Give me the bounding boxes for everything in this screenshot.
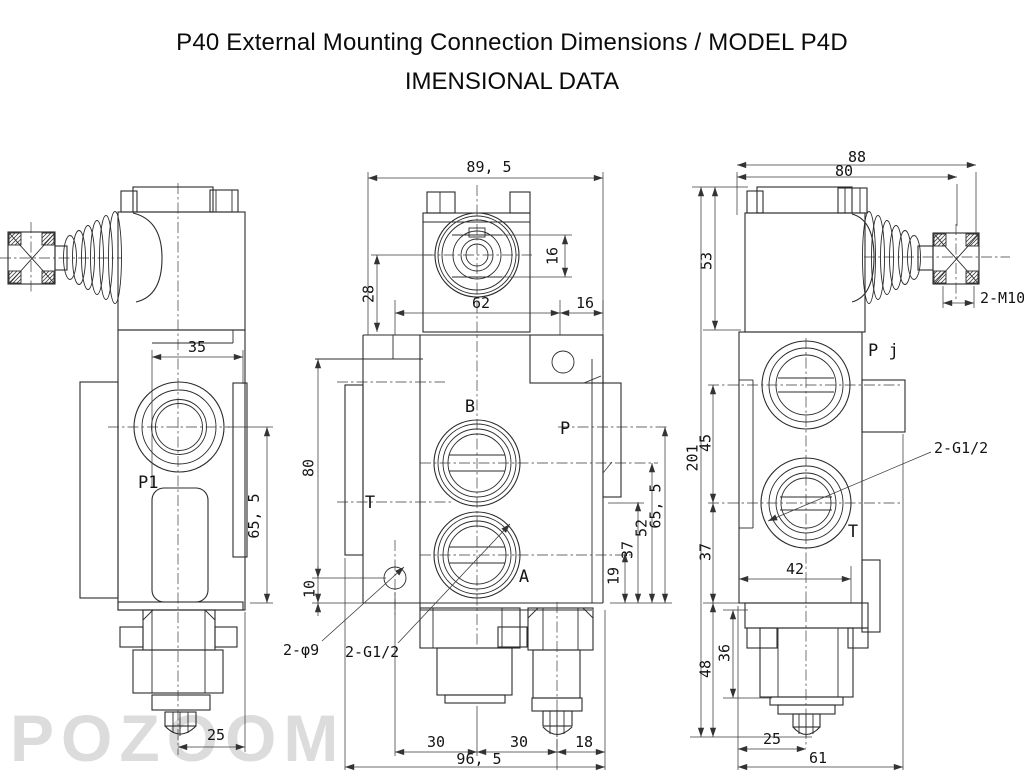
dim-front-t-height: 37 bbox=[619, 541, 637, 559]
label-port-t: T bbox=[365, 493, 375, 513]
left-view-dimensions: 35 65, 5 25 P1 bbox=[138, 338, 273, 752]
dim-right-relief-height: 48 bbox=[697, 660, 715, 678]
dim-front-drain-height: 10 bbox=[301, 580, 319, 598]
dim-front-body-height: 80 bbox=[300, 459, 318, 477]
dim-front-b-height: 52 bbox=[633, 519, 651, 537]
relief-valve-left-icon bbox=[117, 601, 244, 736]
dim-right-overall-width: 88 bbox=[848, 148, 866, 166]
valve-cover-housing bbox=[117, 186, 246, 331]
front-view: 89, 5 16 28 62 16 80 bbox=[283, 158, 672, 771]
label-port-t-right: T bbox=[848, 522, 858, 542]
right-side-view: 88 80 53 201 45 37 48 36 bbox=[684, 148, 1024, 771]
right-view-dimensions: 88 80 53 201 45 37 48 36 bbox=[684, 148, 1024, 771]
dim-left-bottom: 25 bbox=[207, 726, 225, 744]
label-port-pj: P j bbox=[868, 341, 899, 361]
valve-body-left bbox=[79, 329, 248, 611]
drawing-subtitle: IMENSIONAL DATA bbox=[404, 68, 620, 95]
dim-front-bottom-c: 18 bbox=[575, 733, 593, 751]
label-port-p1: P1 bbox=[138, 473, 158, 493]
dim-left-height: 65, 5 bbox=[245, 493, 263, 538]
leader-right-ports: 2-G1/2 bbox=[934, 439, 988, 457]
dim-right-solenoid-height: 53 bbox=[698, 252, 716, 270]
leader-front-holes: 2-φ9 bbox=[283, 641, 319, 659]
label-port-a: A bbox=[519, 567, 529, 587]
dim-right-t-height: 37 bbox=[697, 543, 715, 561]
dim-right-port-spacing: 45 bbox=[697, 434, 715, 452]
valve-body-front bbox=[315, 334, 622, 611]
handle-end-fitting-right-icon bbox=[864, 224, 1010, 300]
handle-end-fitting-icon bbox=[0, 222, 122, 294]
dim-right-handle-center: 80 bbox=[835, 162, 853, 180]
dim-front-bolt-span: 62 bbox=[472, 294, 490, 312]
valve-body-right bbox=[738, 331, 906, 633]
title-block: P40 External Mounting Connection Dimensi… bbox=[0, 28, 1024, 97]
spool-cap-and-relief bbox=[419, 607, 594, 737]
handle-bellows-right-icon bbox=[862, 211, 934, 304]
dim-front-side-offset: 16 bbox=[576, 294, 594, 312]
front-view-dimensions: 89, 5 16 28 62 16 80 bbox=[283, 158, 672, 771]
dim-front-a-height: 19 bbox=[605, 567, 623, 585]
dim-right-base-width: 61 bbox=[809, 749, 827, 767]
dim-front-solenoid-depth: 28 bbox=[360, 285, 378, 303]
dim-right-body-width: 42 bbox=[786, 560, 804, 578]
relief-valve-right-icon bbox=[744, 602, 869, 737]
label-port-p: P bbox=[560, 419, 570, 439]
leader-front-ports: 2-G1/2 bbox=[345, 643, 399, 661]
dim-front-port-offset: 16 bbox=[544, 247, 562, 265]
label-port-b: B bbox=[465, 397, 475, 417]
dim-front-p-height: 65, 5 bbox=[647, 483, 665, 528]
dim-right-cap-height: 36 bbox=[716, 644, 734, 662]
dim-front-bottom-overall: 96, 5 bbox=[456, 750, 501, 768]
handle-bellows-icon bbox=[63, 211, 122, 304]
dim-right-overall-height: 201 bbox=[684, 444, 702, 471]
dim-right-bottom-offset: 25 bbox=[763, 730, 781, 748]
leader-right-handle-thread: 2-M10 bbox=[980, 289, 1024, 307]
dim-front-bottom-a: 30 bbox=[427, 733, 445, 751]
watermark: POZOOM bbox=[10, 701, 346, 775]
left-side-view: 35 65, 5 25 P1 bbox=[0, 183, 273, 755]
dim-left-width: 35 bbox=[188, 338, 206, 356]
dim-front-overall-width: 89, 5 bbox=[466, 158, 511, 176]
dim-front-bottom-b: 30 bbox=[510, 733, 528, 751]
drawing-title: P40 External Mounting Connection Dimensi… bbox=[176, 29, 848, 56]
valve-cover-housing-right bbox=[744, 186, 875, 333]
